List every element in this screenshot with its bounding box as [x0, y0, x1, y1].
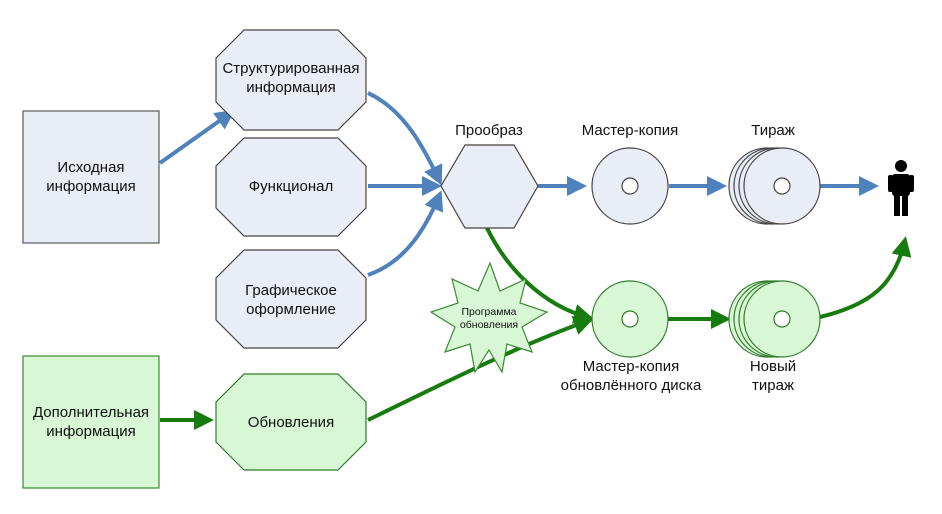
- node-update-program: Программа обновления: [429, 261, 549, 374]
- node-label-line: информация: [46, 423, 135, 440]
- node-label-line: Структурированная: [222, 60, 359, 77]
- person-icon: [888, 160, 914, 216]
- node-label-line: обновлённого диска: [561, 377, 702, 394]
- node-label-line: тираж: [752, 377, 794, 394]
- node-updated-master: Мастер-копия обновлённого диска: [561, 280, 702, 394]
- edge-structured-to-prototype: [367, 91, 443, 186]
- node-label-line: оформление: [246, 301, 336, 318]
- star-burst-icon: [429, 261, 549, 374]
- node-functional: Функционал: [215, 137, 367, 237]
- node-label-line: Программа: [461, 306, 516, 318]
- disc-stack-icon: [728, 147, 821, 225]
- node-prototype: Прообраз: [440, 122, 539, 229]
- node-master-copy: Мастер-копия: [582, 122, 679, 225]
- edges: [158, 91, 912, 430]
- node-label-line: обновления: [460, 319, 518, 331]
- node-structured-info: Структурированная информация: [215, 29, 367, 131]
- disc-stack-icon: [728, 280, 821, 358]
- edge-new-circulation-to-user: [819, 236, 912, 319]
- node-source-info: Исходная информация: [22, 110, 160, 244]
- node-new-circulation: Новый тираж: [728, 280, 821, 394]
- node-label-line: Обновления: [248, 414, 334, 431]
- edge-graphic-to-prototype: [367, 190, 444, 277]
- node-updates: Обновления: [215, 373, 367, 471]
- node-label-line: Исходная: [57, 159, 124, 176]
- node-label-line: Тираж: [751, 122, 795, 139]
- edge-prototype-to-updated-master: [485, 227, 594, 324]
- node-label-line: Новый: [750, 358, 796, 375]
- node-label-line: информация: [46, 178, 135, 195]
- node-graphic-design: Графическое оформление: [215, 249, 367, 349]
- node-label-line: информация: [246, 79, 335, 96]
- node-label-line: Прообраз: [455, 122, 523, 139]
- node-label-line: Мастер-копия: [583, 358, 680, 375]
- edge-source-to-structured: [158, 109, 236, 165]
- edge-updates-to-updated-master: [367, 315, 594, 422]
- node-label-line: Графическое: [245, 282, 337, 299]
- node-label-line: Функционал: [249, 178, 333, 195]
- node-circulation: Тираж: [728, 122, 821, 225]
- node-label-line: Мастер-копия: [582, 122, 679, 139]
- node-label-line: Дополнительная: [33, 404, 149, 421]
- node-additional-info: Дополнительная информация: [22, 355, 160, 489]
